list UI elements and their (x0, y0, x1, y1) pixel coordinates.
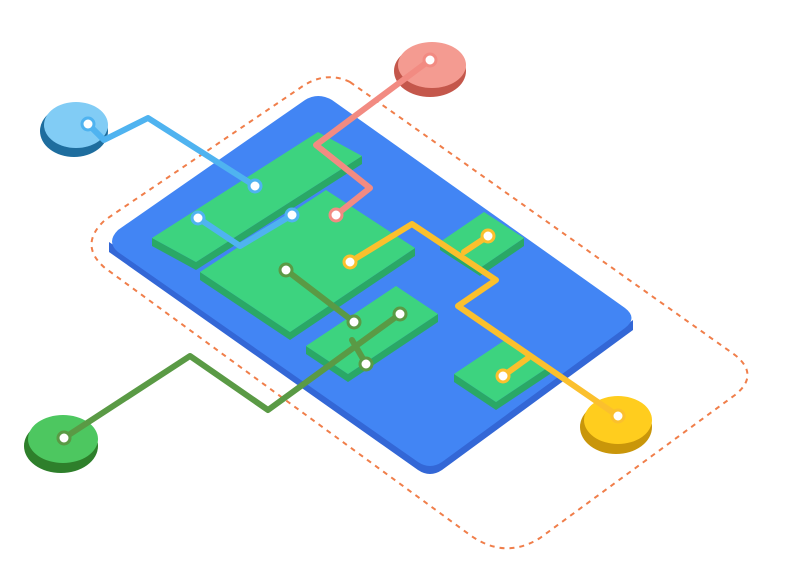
node-icon (392, 306, 408, 322)
wire-blue (85, 115, 258, 189)
node-icon (422, 52, 438, 68)
chip-side (200, 248, 415, 340)
chip-d (306, 286, 438, 374)
node-icon (328, 207, 344, 223)
nodes (56, 52, 626, 446)
node-icon (56, 430, 72, 446)
node-icon (610, 408, 626, 424)
terminal-red (394, 42, 466, 97)
dashed-boundary (90, 76, 749, 550)
wire-red (313, 57, 433, 218)
wires (61, 57, 621, 441)
node-icon (190, 210, 206, 226)
node-icon (346, 314, 362, 330)
node-icon (342, 254, 358, 270)
terminal-yellow (580, 396, 652, 454)
chip-a (152, 132, 362, 262)
wire-green (283, 267, 357, 325)
wire-blue (195, 212, 295, 249)
terminal-blue (40, 102, 108, 157)
wire-yellow (347, 221, 621, 419)
node-icon (278, 262, 294, 278)
node-icon (247, 178, 263, 194)
node-icon (358, 356, 374, 372)
node-icon (495, 368, 511, 384)
wire-green (61, 311, 403, 441)
node-icon (480, 228, 496, 244)
node-icon (80, 116, 96, 132)
chip-b (200, 190, 415, 332)
node-icon (284, 207, 300, 223)
chip-side (454, 366, 550, 410)
